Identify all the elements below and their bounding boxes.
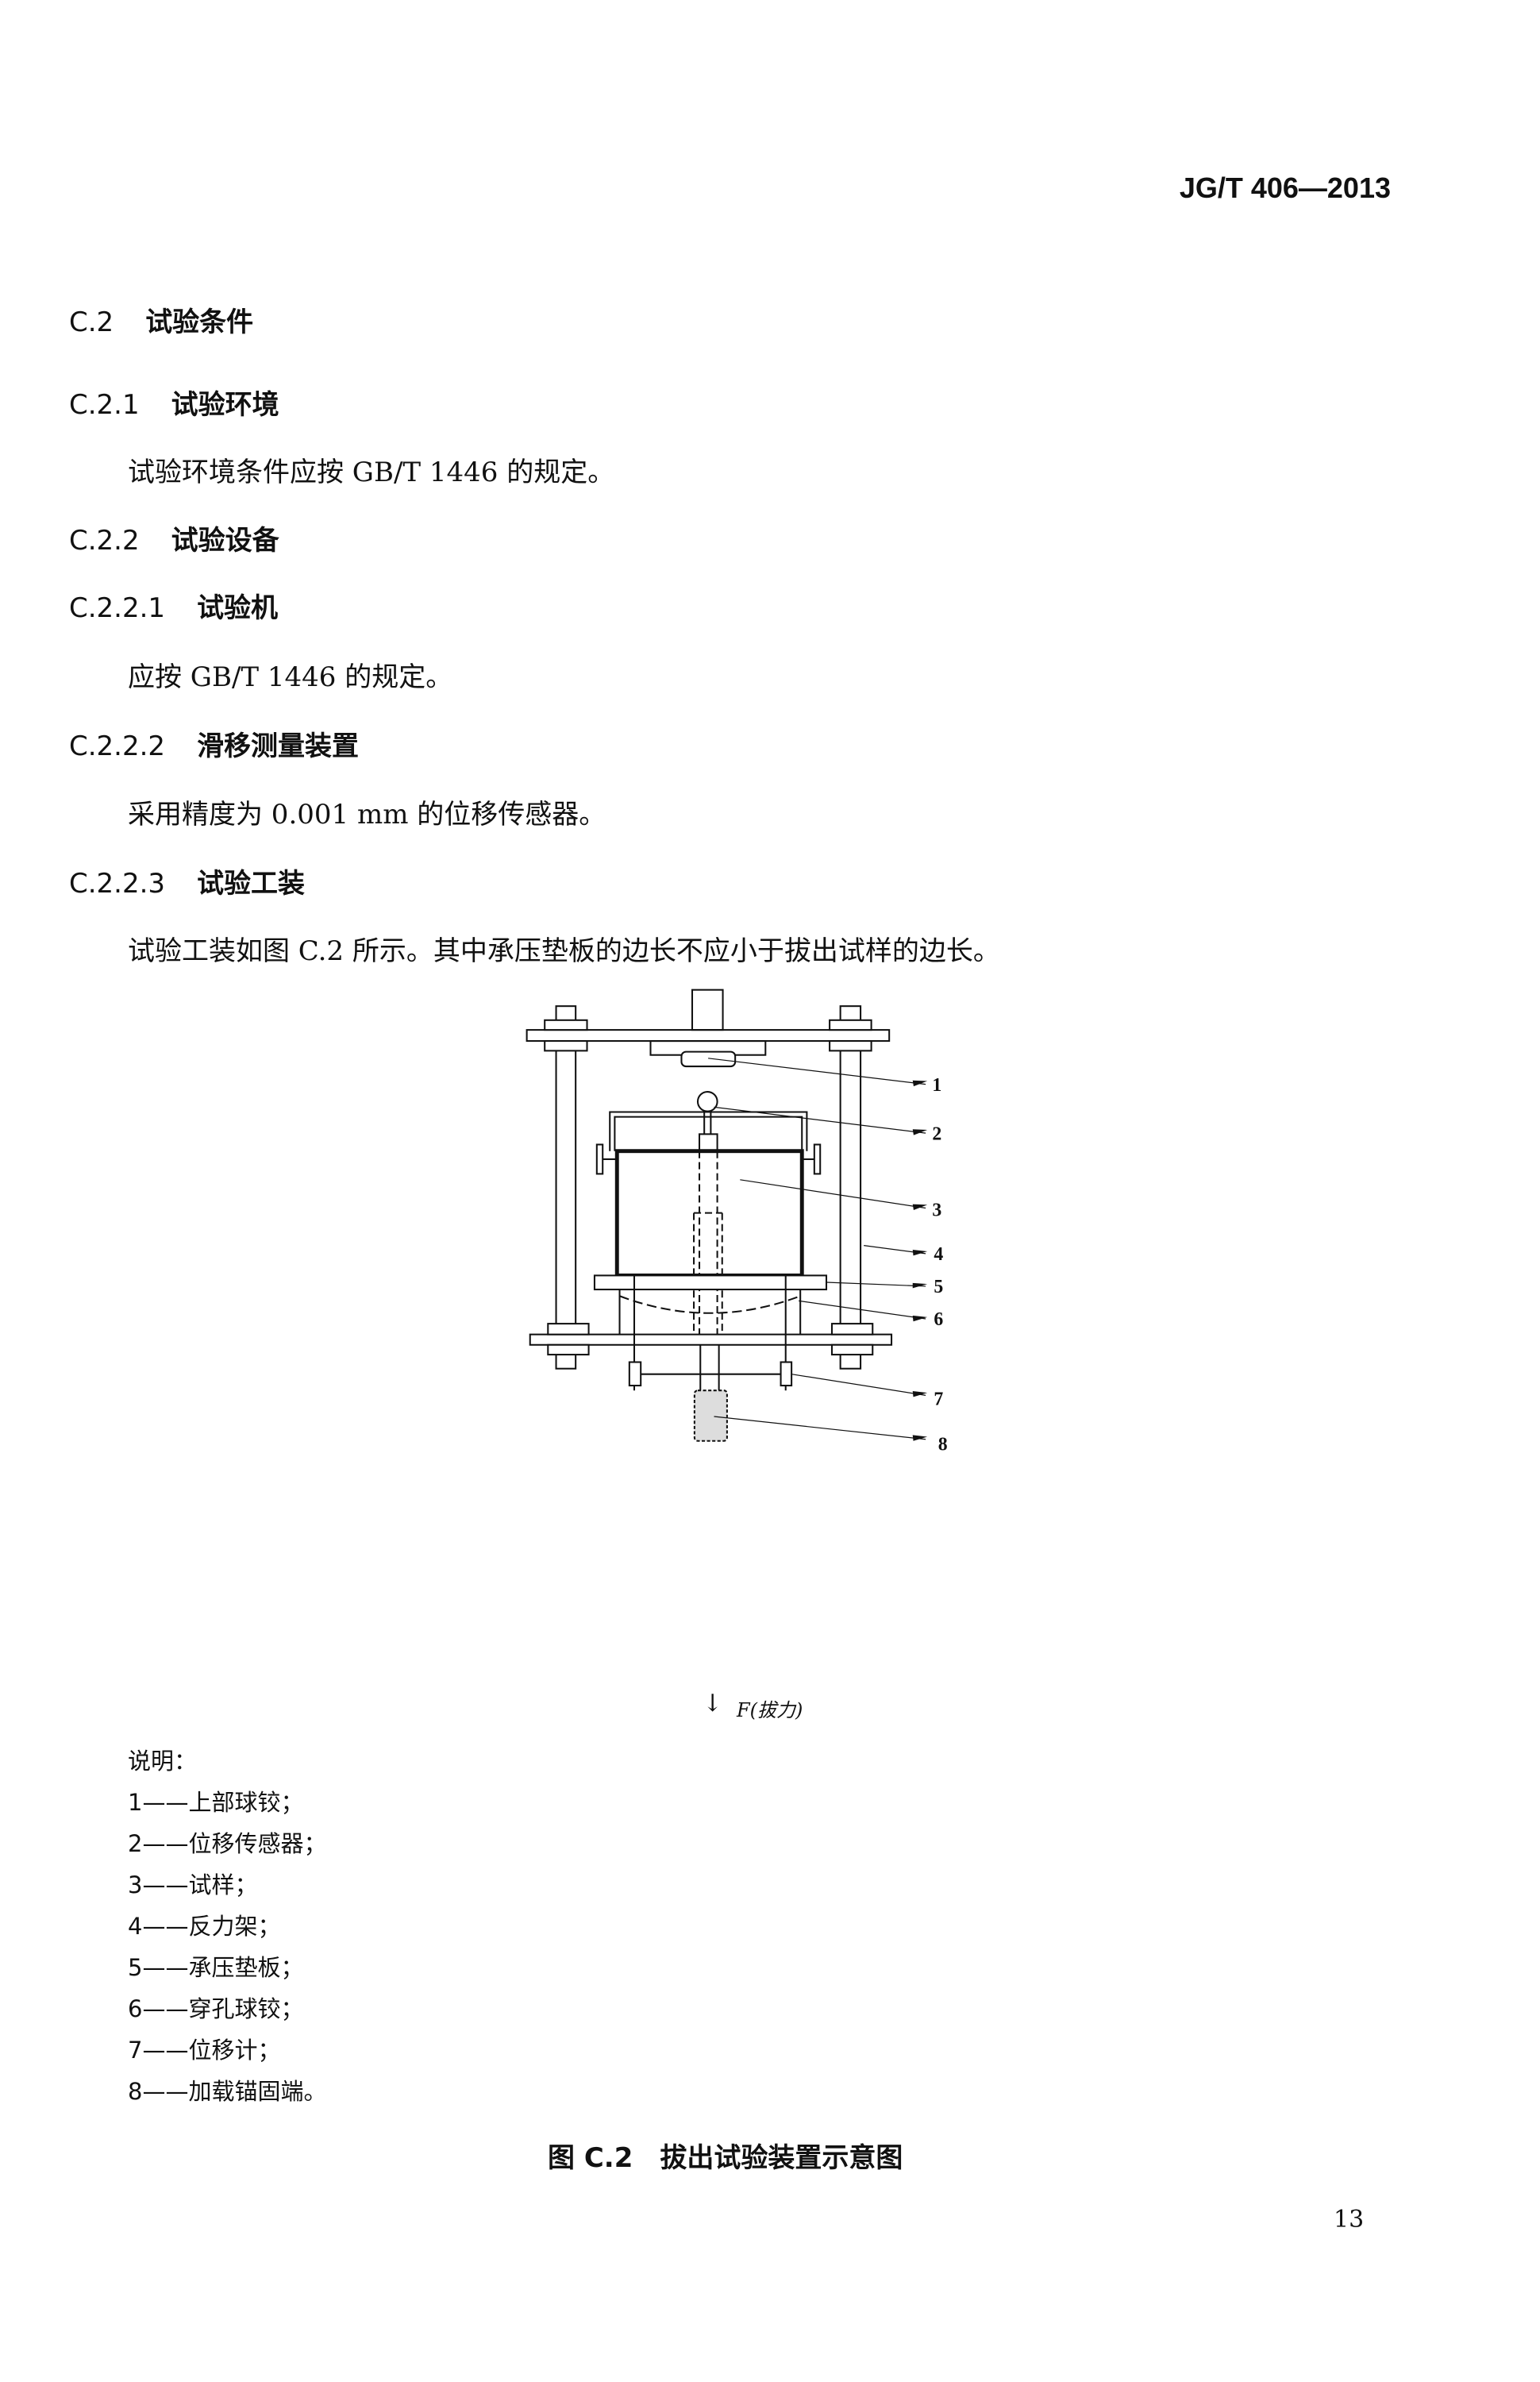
left-threaded-rod xyxy=(555,1005,577,1370)
section-number: C.2.2.3 xyxy=(69,868,166,900)
paragraph: 试验环境条件应按 GB/T 1446 的规定。 xyxy=(128,457,615,488)
callout-2: 2 xyxy=(932,1124,941,1144)
dial-gauge-right xyxy=(780,1361,793,1387)
section-heading: C.2.2.1 试验机 xyxy=(69,586,278,625)
section-heading: C.2 试验条件 xyxy=(69,300,253,339)
section-title: 试验工装 xyxy=(197,868,306,900)
legend-item: 1——上部球铰； xyxy=(128,1789,304,1816)
section-number: C.2 xyxy=(69,306,114,338)
section-number: C.2.1 xyxy=(69,389,140,421)
legend-item: 6——穿孔球铰； xyxy=(128,1995,304,2022)
force-label: F(拔力) xyxy=(737,1699,803,1721)
callout-8: 8 xyxy=(938,1434,948,1455)
displacement-transducer xyxy=(696,1091,718,1112)
callout-6: 6 xyxy=(934,1309,943,1330)
document-code: JG/T 406—2013 xyxy=(1179,172,1391,204)
legend-item: 8——加载锚固端。 xyxy=(128,2078,327,2105)
legend-item: 4——反力架； xyxy=(128,1913,281,1940)
upper-ball-hinge xyxy=(680,1050,737,1068)
callout-3: 3 xyxy=(932,1201,941,1221)
callout-leaders xyxy=(708,1058,926,1440)
paragraph: 试验工装如图 C.2 所示。其中承压垫板的边长不应小于拔出试样的边长。 xyxy=(128,935,1000,967)
section-heading: C.2.2 试验设备 xyxy=(69,518,279,557)
section-heading: C.2.1 试验环境 xyxy=(69,383,279,422)
right-knob xyxy=(813,1143,822,1175)
perforated-ball-hinge xyxy=(619,1295,801,1314)
loading-anchor-end xyxy=(693,1390,728,1442)
section-heading: C.2.2.2 滑移测量装置 xyxy=(69,724,359,763)
callout-1: 1 xyxy=(932,1075,941,1096)
section-title: 试验设备 xyxy=(171,525,279,557)
section-title: 试验环境 xyxy=(171,389,279,421)
section-title: 滑移测量装置 xyxy=(197,730,360,762)
section-number: C.2.2 xyxy=(69,525,140,557)
top-beam xyxy=(526,1029,891,1043)
loading-piston xyxy=(691,989,724,1031)
section-number: C.2.2.1 xyxy=(69,592,166,624)
bearing-plate xyxy=(593,1274,828,1291)
paragraph: 应按 GB/T 1446 的规定。 xyxy=(128,661,453,693)
callout-4: 4 xyxy=(934,1244,943,1265)
transducer-frame xyxy=(609,1111,808,1151)
legend-item: 7——位移计； xyxy=(128,2037,281,2064)
section-number: C.2.2.2 xyxy=(69,730,166,762)
page-number: 13 xyxy=(1334,2206,1365,2234)
force-arrow-icon: ↓ xyxy=(703,1690,723,1717)
figure-caption: 图 C.2 拔出试验装置示意图 xyxy=(548,2142,903,2174)
section-title: 试验条件 xyxy=(145,306,254,338)
left-knob xyxy=(595,1143,604,1175)
pullout-test-apparatus-diagram: 1 2 3 4 5 6 7 8 xyxy=(526,989,948,1455)
dial-gauge-left xyxy=(628,1361,642,1387)
legend-item: 5——承压垫板； xyxy=(128,1954,304,1981)
section-title: 试验机 xyxy=(197,592,279,624)
paragraph: 采用精度为 0.001 mm 的位移传感器。 xyxy=(128,799,606,831)
bottom-beam xyxy=(529,1333,893,1346)
legend-item: 3——试样； xyxy=(128,1871,258,1898)
right-threaded-rod xyxy=(839,1005,862,1370)
callout-7: 7 xyxy=(934,1390,943,1410)
callout-5: 5 xyxy=(934,1277,943,1297)
legend-title: 说明： xyxy=(128,1748,198,1775)
section-heading: C.2.2.3 试验工装 xyxy=(69,861,305,900)
legend-item: 2——位移传感器； xyxy=(128,1830,327,1857)
